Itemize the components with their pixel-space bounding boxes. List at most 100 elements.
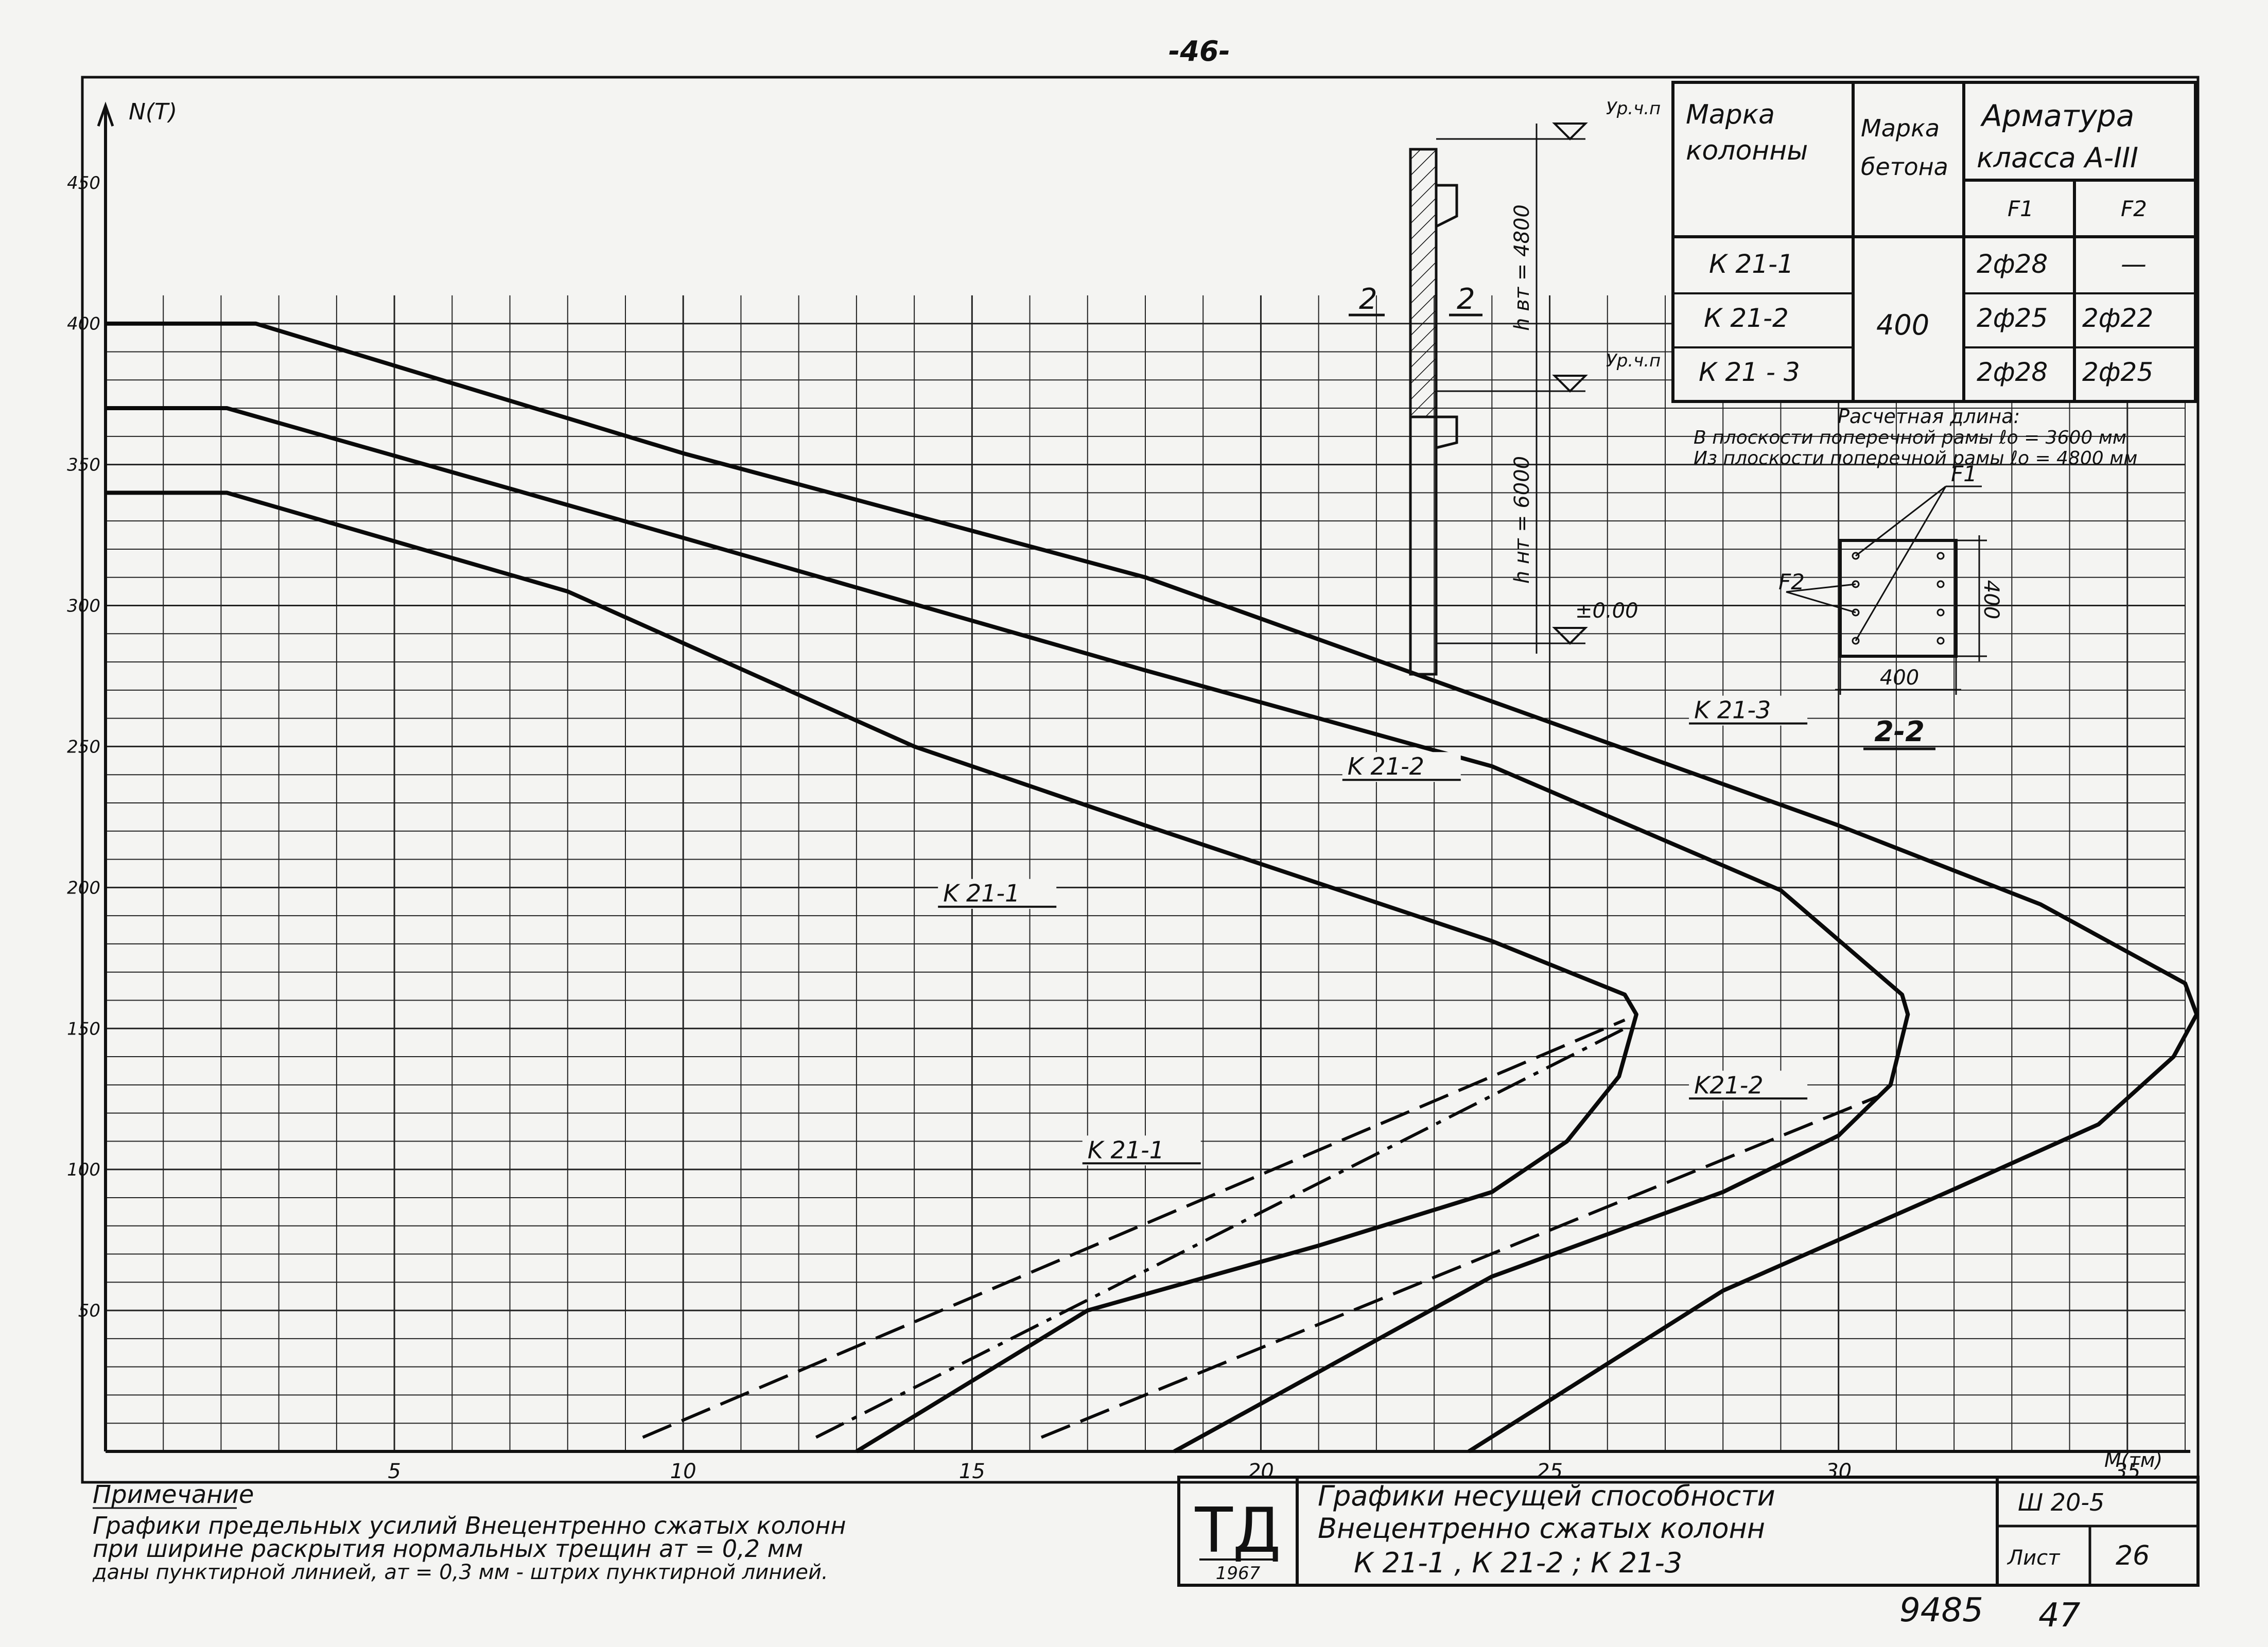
row3-f1: 2ф28 (1977, 357, 2048, 387)
row1-f2: — (2121, 249, 2147, 279)
curve-label-bg (938, 879, 1057, 909)
note-block: Примечание Графики предельных усилий Вне… (92, 1480, 846, 1584)
curve-label: K 21-3 (1694, 696, 1771, 724)
title-block: ТД 1967 Графики несущей способности Внец… (1177, 1476, 2200, 1587)
th-f2: F2 (2121, 196, 2147, 221)
cross-section-2-2: F1 F2 400 400 2-2 (1778, 461, 2003, 750)
section-name: 2-2 (1874, 715, 1925, 748)
x-tick-label: 25 (1537, 1460, 1563, 1483)
level-mark-icon (1552, 122, 1588, 141)
year: 1967 (1216, 1563, 1261, 1584)
crane-console-mid (1436, 415, 1458, 449)
doc-code: Ш 20-5 (2018, 1488, 2104, 1516)
th-reinforcement-2: класса А-III (1977, 142, 2138, 174)
curve-label: K 21-1 (1088, 1136, 1164, 1164)
chart-series (106, 321, 2199, 1453)
curve-label: K21-2 (1694, 1071, 1764, 1099)
sheet-code-2: 47 (2038, 1597, 2081, 1635)
x-tick-label: 35 (2114, 1460, 2140, 1483)
series-line (1040, 1094, 1880, 1439)
curve-label-bg (1689, 695, 1808, 726)
series-line (106, 490, 1638, 1453)
level-top-label: Ур.ч.п (1606, 98, 1661, 119)
page-number: -46- (1168, 35, 1230, 67)
note-line1: Графики предельных усилий Внецентренно с… (93, 1512, 846, 1539)
th-concrete-2: бетона (1861, 153, 1948, 181)
section-mark-right: 2 (1457, 283, 1475, 316)
level-mid-label: Ур.ч.п (1606, 351, 1661, 371)
row2-f2: 2ф22 (2082, 303, 2153, 333)
series-line (106, 406, 1910, 1453)
x-tick-label: 10 (670, 1460, 696, 1483)
series-line (815, 1027, 1626, 1439)
level-mark-icon (1552, 627, 1588, 645)
calc-length-title: Расчетная длина: (1838, 405, 2020, 428)
section-mark-left: 2 (1359, 283, 1377, 316)
row3-mark: К 21 - 3 (1699, 357, 1800, 387)
curve-label: K 21-2 (1348, 752, 1424, 780)
th-reinforcement-1: Арматура (1980, 98, 2134, 133)
row2-f1: 2ф25 (1977, 303, 2048, 333)
curve-label-bg (1342, 752, 1461, 782)
y-tick-label: 400 (67, 314, 100, 335)
title-line2: Внецентренно сжатых колонн (1318, 1512, 1765, 1545)
calc-length-line1: В плоскости поперечной рамы ℓо = 3600 мм (1694, 427, 2126, 448)
y-tick-label: 50 (78, 1301, 100, 1321)
th-f1: F1 (2008, 196, 2034, 221)
curve-label: K 21-1 (943, 880, 1020, 907)
level-mark-icon (1552, 375, 1588, 393)
column-bottom-part (1409, 415, 1438, 676)
td-logo: ТД (1194, 1495, 1281, 1567)
dim-section-width: 400 (1880, 666, 1919, 690)
x-tick-label: 30 (1825, 1460, 1852, 1483)
column-elevation: Ур.ч.п Ур.ч.п ±0.00 h вт = 4800 h нт = 6… (1349, 98, 1661, 676)
curve-label-bg (1082, 1135, 1201, 1166)
series-line (106, 321, 2199, 1453)
calc-length-line2: Из плоскости поперечной рамы ℓо = 4800 м… (1694, 448, 2137, 469)
reinforcement-table: Марка колонны Марка бетона Арматура клас… (1671, 81, 2197, 403)
sheet-number: 26 (2116, 1540, 2150, 1571)
label-f2: F2 (1778, 569, 1805, 594)
y-tick-label: 200 (67, 878, 100, 898)
sheet-label: Лист (2007, 1546, 2061, 1570)
y-axis-arrow-icon (97, 101, 114, 127)
row3-f2: 2ф25 (2082, 357, 2153, 387)
y-tick-label: 100 (67, 1160, 100, 1180)
th-column-mark-1: Марка (1686, 99, 1775, 130)
y-tick-label: 300 (67, 596, 100, 617)
dim-top-height: h вт = 4800 (1510, 204, 1534, 331)
row1-f1: 2ф28 (1977, 249, 2048, 279)
title-line3: К 21-1 , К 21-2 ; К 21-3 (1354, 1547, 1682, 1579)
sheet-code: 9485 (1899, 1591, 1983, 1630)
note-line2: при ширине раскрытия нормальных трещин a… (93, 1535, 803, 1563)
label-f1: F1 (1951, 461, 1977, 486)
title-line1: Графики несущей способности (1318, 1480, 1775, 1512)
column-top-part (1409, 148, 1438, 418)
dim-bottom-height: h нт = 6000 (1510, 456, 1534, 584)
level-zero-label: ±0.00 (1575, 599, 1638, 623)
th-column-mark-2: колонны (1686, 135, 1808, 166)
chart-ticks: 5 10 15 20 25 30 35 50 100 150 200 250 300 350 400 450 (67, 173, 2140, 1483)
th-concrete-1: Марка (1861, 114, 1940, 142)
concrete-grade: 400 (1876, 309, 1929, 341)
y-tick-label: 350 (67, 455, 100, 476)
row2-mark: К 21-2 (1704, 303, 1789, 333)
series-line (642, 1019, 1626, 1439)
crane-console-top (1435, 184, 1458, 228)
note-line3: даны пунктирной линией, aт = 0,3 мм - шт… (92, 1561, 828, 1584)
x-tick-label: 15 (959, 1460, 985, 1483)
curve-label-bg (1689, 1071, 1808, 1101)
y-tick-label: 150 (67, 1019, 100, 1039)
note-title: Примечание (93, 1480, 254, 1509)
dim-section-height: 400 (1979, 580, 2003, 619)
chart-axes (97, 101, 2190, 1453)
x-tick-label: 20 (1248, 1460, 1274, 1483)
sheet-border (81, 76, 2200, 1484)
x-axis-label: M(тм) (2104, 1449, 2162, 1471)
y-tick-label: 450 (67, 173, 100, 194)
x-tick-label: 5 (388, 1460, 400, 1483)
y-tick-label: 250 (67, 737, 100, 757)
y-axis-label: N(T) (129, 99, 177, 125)
